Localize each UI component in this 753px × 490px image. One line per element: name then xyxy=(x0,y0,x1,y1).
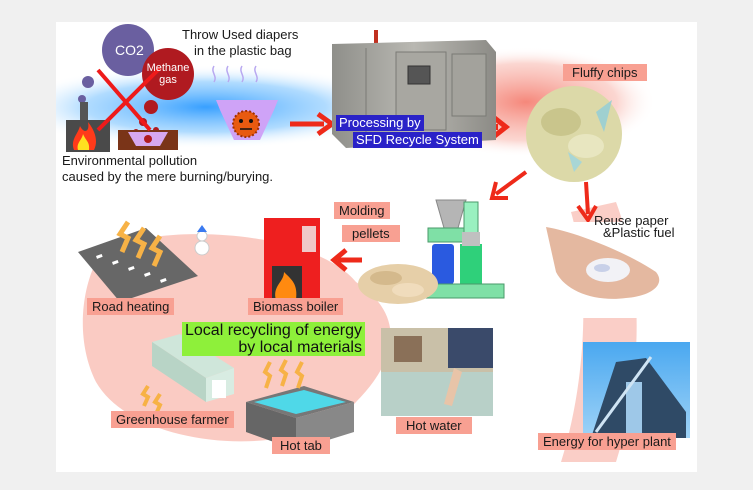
hyper-plant-label: Energy for hyper plant xyxy=(538,433,676,450)
hot-tab-label: Hot tab xyxy=(272,437,330,454)
fluffy-chips-image xyxy=(526,86,622,182)
diapers-caption-line2: in the plastic bag xyxy=(194,43,292,58)
diagram-canvas xyxy=(56,24,690,462)
pellet-mill-icon xyxy=(423,199,505,299)
methane-label-line2: gas xyxy=(159,74,177,86)
greenhouse-label: Greenhouse farmer xyxy=(111,411,234,428)
biomass-boiler-icon xyxy=(262,218,322,306)
foot-bath-image xyxy=(381,328,493,416)
power-plant-image xyxy=(583,342,690,438)
processing-label-line2: SFD Recycle System xyxy=(353,132,482,148)
pellets-label: pellets xyxy=(342,225,400,242)
small-bubble xyxy=(82,76,94,88)
diagram-panel: CO2 Methane gas Environmental pollution … xyxy=(56,22,697,472)
hot-water-label: Hot water xyxy=(396,417,472,434)
molding-label: Molding xyxy=(334,202,390,219)
methane-label-line1: Methane xyxy=(146,62,190,74)
arrow-pelletizer-to-boiler xyxy=(330,248,362,272)
methane-bubble xyxy=(142,48,194,100)
pollution-caption-line2: caused by the mere burning/burying. xyxy=(62,169,274,184)
greenhouse-icon xyxy=(140,334,234,415)
methane-label: Methane gas xyxy=(145,62,191,86)
smelly-waste-bag-icon xyxy=(212,65,278,140)
headline-label: Local recycling of energy by local mater… xyxy=(182,322,365,356)
arrow-chips-to-reuse xyxy=(576,181,598,224)
pollution-caption-line1: Environmental pollution xyxy=(62,153,198,168)
prohibited-x-stroke xyxy=(96,68,152,132)
biomass-boiler-label: Biomass boiler xyxy=(248,298,344,315)
co2-label: CO2 xyxy=(115,42,144,58)
headline-line2: by local materials xyxy=(238,339,362,356)
processing-label-line1: Processing by xyxy=(336,115,424,131)
reuse-label-line1: Reuse paper xyxy=(594,213,669,228)
road-heating-label: Road heating xyxy=(87,298,175,315)
headline-line1: Local recycling of energy xyxy=(185,322,362,339)
wood-pellets xyxy=(358,264,438,304)
fire-core xyxy=(77,134,90,150)
hands-holding-fuel-image xyxy=(544,222,674,318)
arrow-chips-to-pelletizer xyxy=(489,170,528,200)
reuse-label-line2: &Plastic fuel xyxy=(603,225,675,240)
methane-small-bubble xyxy=(144,100,158,114)
small-bubble xyxy=(78,95,86,103)
co2-bubble xyxy=(102,24,154,76)
diapers-caption-line1: Throw Used diapers xyxy=(182,27,299,42)
fluffy-chips-label: Fluffy chips xyxy=(563,64,647,81)
prohibited-x-stroke xyxy=(96,66,162,132)
heated-road-icon xyxy=(78,220,210,302)
